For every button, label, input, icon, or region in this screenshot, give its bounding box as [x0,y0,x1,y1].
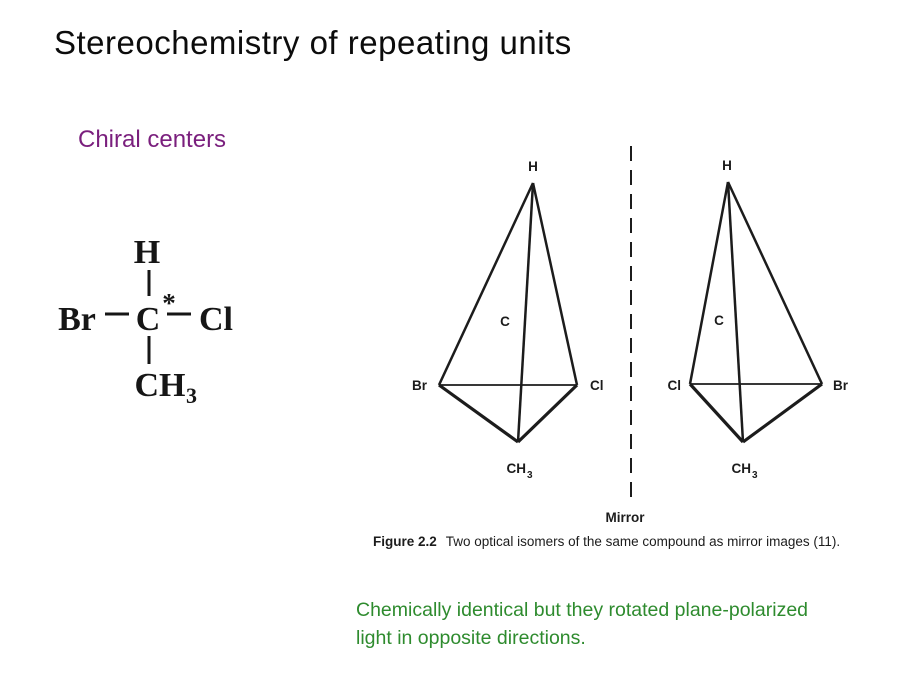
right-isomer-tetrahedron: H C Cl Br CH 3 [668,158,849,481]
chiral-center-asterisk: * [162,288,176,318]
right-edge-br-ch3 [742,382,823,444]
right-isomer-atom-h: H [722,158,732,173]
slide-title: Stereochemistry of repeating units [54,24,572,61]
optical-isomers-figure: H C Br Cl CH 3 Mirror H C Cl Br CH 3 [412,146,849,525]
left-edge-h-ch3 [516,182,535,443]
conclusion-note: Chemically identical but they rotated pl… [356,596,856,652]
structure-atom-cl: Cl [199,301,233,338]
figure-caption: Figure 2.2 Two optical isomers of the sam… [373,534,888,549]
right-edge-cl-ch3 [688,382,745,444]
right-isomer-group-ch: CH [732,461,752,476]
right-isomer-atom-c: C [714,313,724,328]
structure-group-ch-subscript: 3 [186,383,197,408]
left-isomer-atom-cl: Cl [590,378,604,393]
structure-atom-br: Br [58,301,96,338]
structure-atom-h: H [134,234,160,271]
left-isomer-atom-br: Br [412,378,428,393]
structure-atom-c: C [136,301,161,338]
right-edge-h-cl [688,181,730,385]
chemical-structure-diagram: H Br C * Cl CH 3 [58,234,233,408]
left-isomer-atom-h: H [528,159,538,174]
conclusion-note-line2: light in opposite directions. [356,627,586,649]
right-isomer-atom-cl: Cl [668,378,682,393]
mirror-label: Mirror [605,510,645,525]
left-edge-h-br [437,182,535,386]
left-isomer-group-ch-subscript: 3 [527,470,533,481]
left-edge-br-ch3 [438,383,519,444]
conclusion-note-line1: Chemically identical but they rotated pl… [356,599,809,621]
left-isomer-atom-c: C [500,314,510,329]
structure-group-ch: CH [135,367,186,404]
right-edge-h-br [726,181,824,385]
right-isomer-group-ch-subscript: 3 [752,470,758,481]
right-edge-h-ch3 [726,181,745,443]
figure-caption-text: Two optical isomers of the same compound… [445,534,841,549]
chiral-centers-label: Chiral centers [78,126,227,153]
left-edge-h-cl [531,182,579,386]
right-isomer-atom-br: Br [833,378,849,393]
figure-caption-number: Figure 2.2 [373,534,437,549]
left-edge-cl-ch3 [516,383,579,444]
left-isomer-tetrahedron: H C Br Cl CH 3 [412,159,604,481]
left-isomer-group-ch: CH [507,461,527,476]
